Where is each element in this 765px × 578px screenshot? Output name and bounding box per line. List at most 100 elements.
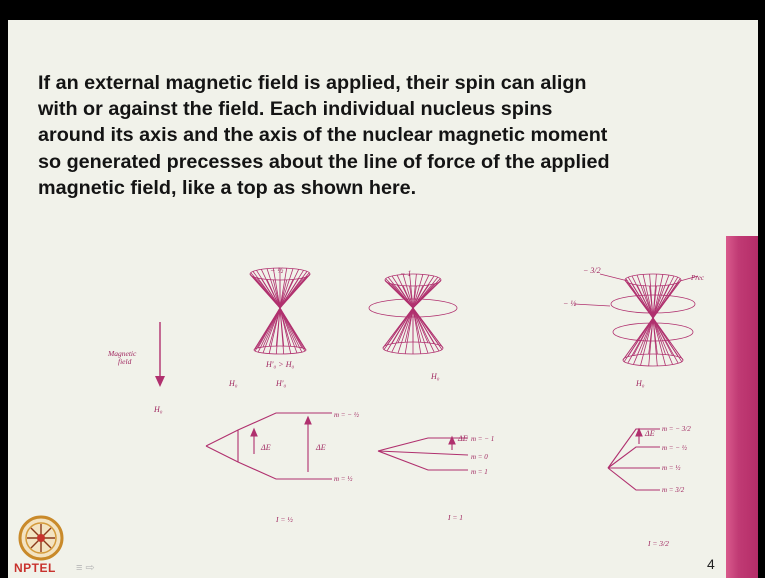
cone3-disc2 <box>612 322 694 342</box>
cone2-lower-ray <box>391 307 414 345</box>
cone1-upper-ray <box>279 270 304 309</box>
paragraph-line-3: around its axis and the axis of the nucl… <box>38 124 608 147</box>
cone3-upper-ray <box>627 276 654 319</box>
half-level-upper <box>205 412 332 447</box>
cone1-lower-rim <box>253 345 307 355</box>
cone3-lower-ray <box>648 317 654 355</box>
cone2-upper-ray <box>402 274 414 309</box>
level-one-1: m = − 1 <box>471 435 494 443</box>
h0-label-three-half: H₀ <box>635 379 645 388</box>
cone3-lower-ray <box>652 317 673 356</box>
cone1-upper-ray <box>266 268 281 309</box>
page-edge-stripe <box>726 236 758 578</box>
cone2-upper-ray <box>412 278 441 309</box>
spin-3half-label: I = 3/2 <box>647 539 669 548</box>
precession-figure: Magnetic field H₀ − ½ − 1 − 3/2 − ½ Prec… <box>107 266 705 548</box>
cone3-lower-ray <box>627 317 654 358</box>
cone1-upper-ray <box>252 271 281 309</box>
level-3half-1: m = − 3/2 <box>662 425 691 433</box>
cone2-upper-ray <box>412 276 439 309</box>
cone3-upper-ray <box>631 275 654 319</box>
three-half-level-4 <box>607 467 660 491</box>
cone2-upper-ray <box>412 275 435 309</box>
cone1-lower-ray <box>275 307 281 347</box>
cone3-lower-ray <box>652 317 673 365</box>
cone3-upper-ray <box>652 273 657 319</box>
level-3half-2: m = − ½ <box>662 444 688 452</box>
nptel-wordmark: NPTEL <box>14 561 56 575</box>
cone1-upper-ray <box>260 269 281 309</box>
magnetic-label-1: Magnetic <box>107 349 137 358</box>
cone3-lower-ray <box>652 317 666 366</box>
cone2-upper-ray <box>387 276 414 309</box>
h0-prime-label: H′₀ <box>275 379 287 388</box>
cone1-lower-ray <box>279 307 292 347</box>
cone3-upper-ray <box>652 276 679 319</box>
delta-e-arrowhead-4 <box>635 427 643 437</box>
cone3-lower-ray <box>640 317 654 366</box>
delta-e-arrowhead-1 <box>250 427 258 437</box>
h0-label-one: H₀ <box>430 372 440 381</box>
cone1-lower-ray <box>262 307 281 348</box>
level-half-2: m = ½ <box>334 475 353 483</box>
cone3-pointer-b <box>573 303 611 307</box>
cone2-lower-ray <box>412 307 429 343</box>
delta-e-4: ΔE <box>644 429 655 438</box>
cone3-lower-ray <box>652 317 658 355</box>
level-one-3: m = 1 <box>471 468 488 476</box>
cone1-label: − ½ <box>270 266 283 275</box>
spin-one-label: I = 1 <box>447 513 463 522</box>
h0-label-half: H₀ <box>228 379 238 388</box>
cone3-lower-ray <box>652 317 683 359</box>
cone2-lower-ray <box>412 307 435 345</box>
one-level-2 <box>377 450 469 456</box>
cone2-upper-ray <box>385 278 414 309</box>
h0-relation-label: H′₀ > H₀ <box>265 360 294 369</box>
paragraph-line-2: with or against the field. Each individu… <box>38 98 553 121</box>
level-one-2: m = 0 <box>471 453 488 461</box>
level-3half-3: m = ½ <box>662 464 681 472</box>
spin-half-label: I = ½ <box>275 515 293 524</box>
cone1-lower-ray <box>279 307 306 350</box>
paragraph-line-5: magnetic field, like a top as shown here… <box>38 176 417 199</box>
level-half-1: m = − ½ <box>334 411 360 419</box>
cone3-label-b: − ½ <box>563 299 576 308</box>
h0-label-field: H₀ <box>153 405 163 414</box>
page-number: 4 <box>707 556 715 572</box>
cone3-upper-ray <box>642 274 654 319</box>
cone2-upper-ray <box>412 273 417 309</box>
delta-e-2: ΔE <box>315 443 326 452</box>
three-half-level-2 <box>607 446 660 469</box>
cone2-lower-ray <box>412 307 443 347</box>
cone1-lower-ray <box>257 307 281 348</box>
cone3-upper-ray <box>649 273 654 319</box>
cone3-pointer-a <box>599 273 629 282</box>
magnetic-label-2: field <box>118 357 132 366</box>
one-level-1 <box>377 437 468 452</box>
half-level-lower <box>205 445 332 480</box>
cone2-lower-ray <box>397 307 414 343</box>
precession-label: Prec <box>690 274 705 282</box>
level-3half-4: m = 3/2 <box>662 486 685 494</box>
cone3-upper-ray <box>652 274 664 319</box>
cone3-lower-ray <box>633 317 654 356</box>
cone3-label-a: − 3/2 <box>583 266 601 275</box>
cone2-upper-ray <box>412 274 430 309</box>
delta-e-3: ΔE <box>457 434 468 443</box>
cone2-label: − 1 <box>400 269 411 278</box>
cone1-lower-ray <box>279 307 285 347</box>
cone3-upper-ray <box>652 278 681 319</box>
cone3-upper-ray <box>625 278 654 319</box>
nptel-trail: ≡ ⇨ <box>76 562 95 574</box>
cone1-upper-ray <box>279 269 300 309</box>
cone1-lower-ray <box>268 307 281 347</box>
cone2-lower-ray <box>412 307 429 354</box>
cone1-upper-ray <box>256 270 281 309</box>
cone1-upper-ray <box>279 271 308 309</box>
lecture-slide: If an external magnetic field is applied… <box>8 20 758 578</box>
cone2-upper-ray <box>409 273 414 309</box>
magnetic-field-arrow <box>155 322 165 387</box>
cone2-lower-ray <box>412 307 422 343</box>
precession-pointer <box>679 275 699 282</box>
